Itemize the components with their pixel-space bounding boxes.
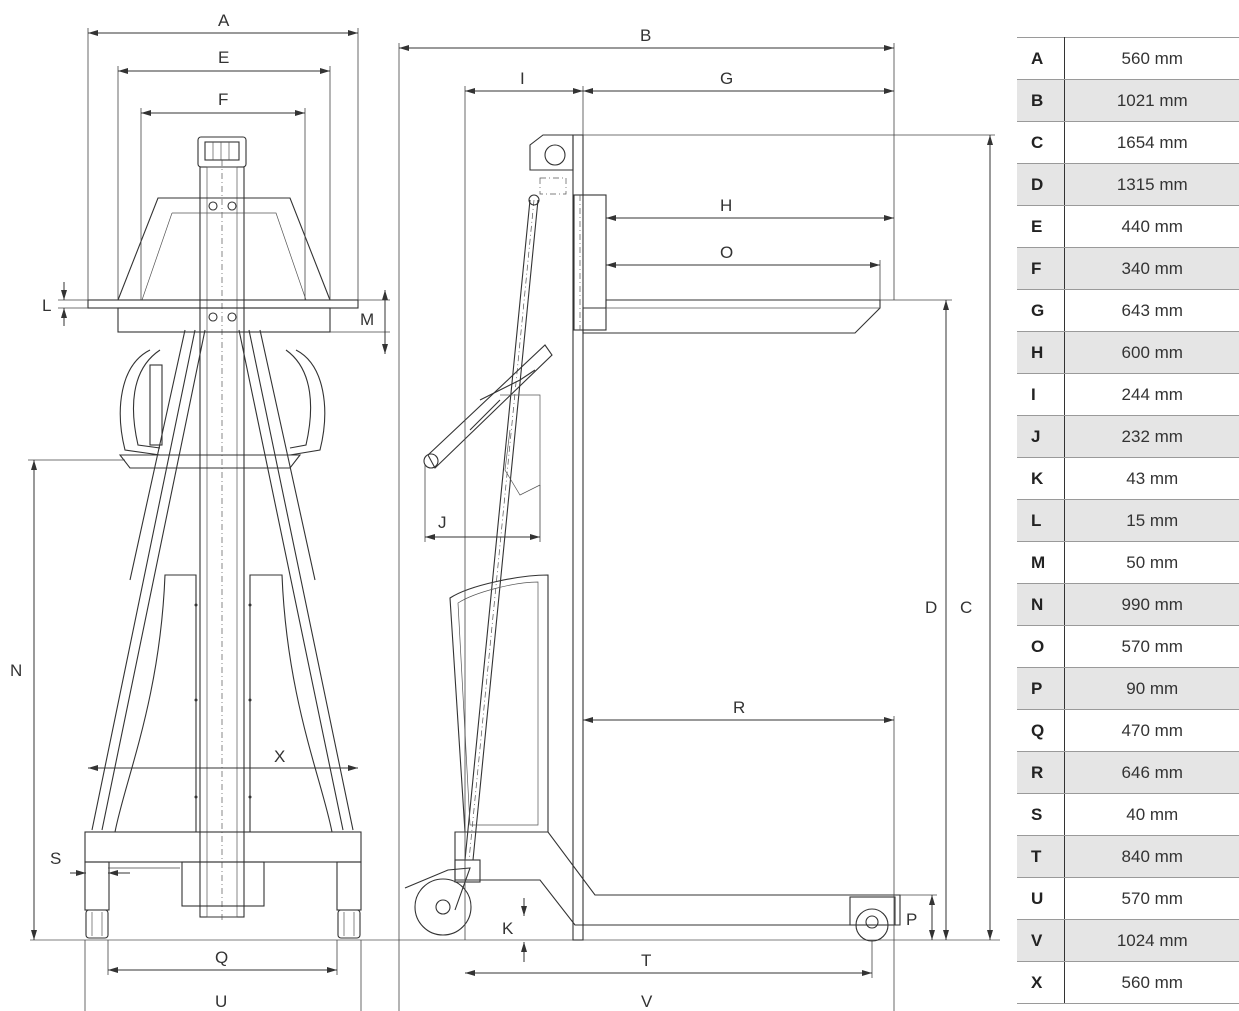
- spec-value: 570 mm: [1064, 625, 1239, 668]
- spec-value: 1654 mm: [1064, 121, 1239, 164]
- spec-value: 50 mm: [1064, 541, 1239, 584]
- dim-label-s: S: [50, 849, 61, 868]
- dim-label-l: L: [42, 296, 51, 315]
- spec-key: R: [1017, 751, 1065, 794]
- dim-label-x: X: [274, 747, 285, 766]
- spec-key: E: [1017, 205, 1065, 248]
- spec-key: I: [1017, 373, 1065, 416]
- spec-value: 643 mm: [1064, 289, 1239, 332]
- dim-label-f: F: [218, 90, 228, 109]
- spec-value: 340 mm: [1064, 247, 1239, 290]
- spec-key: X: [1017, 961, 1065, 1004]
- spec-key: N: [1017, 583, 1065, 626]
- spec-value: 1315 mm: [1064, 163, 1239, 206]
- dim-label-v: V: [641, 992, 653, 1011]
- spec-key: F: [1017, 247, 1065, 290]
- dim-label-p: P: [906, 910, 917, 929]
- spec-value: 1024 mm: [1064, 919, 1239, 962]
- spec-key: C: [1017, 121, 1065, 164]
- spec-key: B: [1017, 79, 1065, 122]
- dim-label-d: D: [925, 598, 937, 617]
- spec-key: P: [1017, 667, 1065, 710]
- spec-value: 646 mm: [1064, 751, 1239, 794]
- spec-value: 232 mm: [1064, 415, 1239, 458]
- spec-key: D: [1017, 163, 1065, 206]
- dim-label-k: K: [502, 919, 514, 938]
- spec-key: O: [1017, 625, 1065, 668]
- dim-label-m: M: [360, 310, 374, 329]
- dim-label-g: G: [720, 69, 733, 88]
- spec-value: 1021 mm: [1064, 79, 1239, 122]
- spec-value: 600 mm: [1064, 331, 1239, 374]
- spec-key: M: [1017, 541, 1065, 584]
- dim-label-u: U: [215, 992, 227, 1011]
- dim-label-j: J: [438, 513, 447, 532]
- dim-label-r: R: [733, 698, 745, 717]
- spec-key: Q: [1017, 709, 1065, 752]
- spec-key: L: [1017, 499, 1065, 542]
- spec-value: 40 mm: [1064, 793, 1239, 836]
- dim-label-b: B: [640, 26, 651, 45]
- dim-label-q: Q: [215, 948, 228, 967]
- dim-label-t: T: [641, 951, 651, 970]
- dim-label-o: O: [720, 243, 733, 262]
- spec-key: J: [1017, 415, 1065, 458]
- spec-value: 43 mm: [1064, 457, 1239, 500]
- dim-label-a: A: [218, 11, 230, 30]
- spec-value: 560 mm: [1064, 37, 1239, 80]
- spec-value: 90 mm: [1064, 667, 1239, 710]
- spec-value: 244 mm: [1064, 373, 1239, 416]
- spec-key: G: [1017, 289, 1065, 332]
- spec-key: T: [1017, 835, 1065, 878]
- spec-key: V: [1017, 919, 1065, 962]
- spec-value: 470 mm: [1064, 709, 1239, 752]
- technical-drawing: A E F L M N X S Q U B I G H O J R D C P …: [10, 11, 1000, 1011]
- side-view: [404, 134, 901, 942]
- dimension-labels: A E F L M N X S Q U B I G H O J R D C P …: [10, 11, 972, 1011]
- spec-value: 15 mm: [1064, 499, 1239, 542]
- dim-label-i: I: [520, 69, 525, 88]
- spec-value: 990 mm: [1064, 583, 1239, 626]
- dim-label-c: C: [960, 598, 972, 617]
- spec-key: U: [1017, 877, 1065, 920]
- dim-label-n: N: [10, 661, 22, 680]
- spec-value: 560 mm: [1064, 961, 1239, 1004]
- spec-key: H: [1017, 331, 1065, 374]
- dim-label-h: H: [720, 196, 732, 215]
- front-view: [30, 136, 1000, 941]
- spec-value: 440 mm: [1064, 205, 1239, 248]
- dim-label-e: E: [218, 48, 229, 67]
- spec-value: 840 mm: [1064, 835, 1239, 878]
- spec-value: 570 mm: [1064, 877, 1239, 920]
- spec-key: A: [1017, 37, 1065, 80]
- spec-key: S: [1017, 793, 1065, 836]
- spec-key: K: [1017, 457, 1065, 500]
- side-view-dimensions: [398, 43, 995, 1011]
- front-view-dimensions: [28, 28, 390, 1011]
